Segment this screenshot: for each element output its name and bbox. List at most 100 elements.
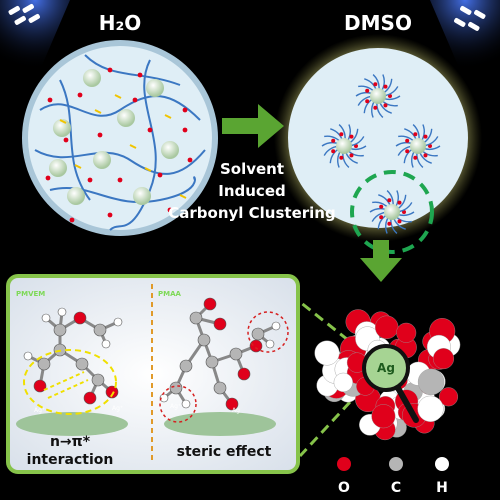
particle xyxy=(93,151,111,169)
carbonyl-dot xyxy=(107,212,113,218)
atom-legend: O C H xyxy=(337,457,449,496)
cluster-atom xyxy=(371,404,396,429)
atom xyxy=(53,323,67,337)
process-caption-line1: Solvent xyxy=(220,160,284,178)
particles xyxy=(49,69,179,205)
silver-surface-left xyxy=(16,412,128,436)
atom xyxy=(229,347,243,361)
right-title: DMSO xyxy=(344,11,412,35)
carbonyl-dot xyxy=(397,219,402,224)
cluster-atom xyxy=(417,368,445,396)
pmaa-molecule xyxy=(159,297,281,411)
carbonyl-dot xyxy=(405,138,410,143)
zoom-line-bottom xyxy=(298,400,352,458)
ag-ion-label-left-a: Ag⁺ xyxy=(34,407,45,414)
atom xyxy=(251,327,265,341)
carbonyl-dot xyxy=(45,175,51,181)
magnifier-lens-icon xyxy=(362,344,410,392)
carbonyl-dot xyxy=(77,92,83,98)
atom xyxy=(23,351,33,361)
atom xyxy=(101,339,111,349)
atom xyxy=(265,339,275,349)
cluster-atom xyxy=(375,315,399,339)
carbonyl-dot xyxy=(349,153,354,158)
left-lamp-icon xyxy=(0,0,70,70)
cluster-atom xyxy=(333,372,353,392)
interaction-caption-line1: n→π* xyxy=(50,434,91,450)
legend-label-oxygen: O xyxy=(338,480,350,496)
atom xyxy=(105,385,119,399)
carbonyl-dot xyxy=(63,137,69,143)
cluster-atom xyxy=(396,322,417,343)
carbonyl-dot xyxy=(413,155,418,160)
cluster-atom xyxy=(433,348,455,370)
atom xyxy=(91,373,105,387)
atom xyxy=(33,379,47,393)
carbonyl-dot xyxy=(423,153,428,158)
atom xyxy=(41,313,51,323)
atom xyxy=(189,311,203,325)
highlight-dashed-ring xyxy=(350,170,434,254)
carbonyl-dot xyxy=(132,97,138,103)
atom xyxy=(249,339,263,353)
carbonyl-dot xyxy=(47,97,53,103)
polymer-cluster xyxy=(369,190,415,234)
process-caption-line2: Induced xyxy=(218,182,285,200)
side-chain xyxy=(74,164,82,169)
carbonyl-dot xyxy=(365,99,370,104)
interaction-ring xyxy=(23,349,117,415)
particle xyxy=(67,187,85,205)
legend-label-hydrogen: H xyxy=(436,480,448,496)
side-chain xyxy=(144,167,152,172)
carbonyl-dot xyxy=(117,177,123,183)
steric-caption: steric effect xyxy=(177,444,272,460)
ag-ion-label-left-b: Ag⁺ xyxy=(112,405,123,412)
carbonyl-dot xyxy=(182,127,188,133)
carbonyl-dot xyxy=(423,134,428,139)
carbonyl-dot xyxy=(387,221,392,226)
carbonyl-dot xyxy=(349,134,354,139)
atom xyxy=(203,297,217,311)
atom xyxy=(93,323,107,337)
interaction-caption-line2: interaction xyxy=(27,452,114,468)
particle xyxy=(83,69,101,87)
cluster-center-label: Ag xyxy=(377,361,395,375)
atom xyxy=(205,355,219,369)
carbonyl-dot xyxy=(69,217,75,223)
carbonyl-dot xyxy=(413,132,418,137)
atom xyxy=(271,321,281,331)
particle xyxy=(53,119,71,137)
atom xyxy=(83,391,97,405)
atom xyxy=(197,333,211,347)
carbonyl-dot xyxy=(397,200,402,205)
side-chain xyxy=(114,94,122,99)
steric-ring-left xyxy=(159,385,197,423)
atom xyxy=(213,381,227,395)
magnifier-handle xyxy=(395,385,419,423)
particle xyxy=(384,204,400,220)
carbonyl-dot xyxy=(383,103,388,108)
cluster-atom xyxy=(314,340,340,366)
carbonyl-dot xyxy=(137,72,143,78)
silver-cluster: Ag xyxy=(314,309,461,441)
atom xyxy=(181,399,191,409)
side-chain xyxy=(179,194,187,199)
particle xyxy=(410,138,426,154)
carbonyl-dot xyxy=(379,215,384,220)
carbonyl-dot xyxy=(182,107,188,113)
legend-swatch-hydrogen xyxy=(435,457,449,471)
carbonyl-dot xyxy=(187,157,193,163)
carbonyl-dot xyxy=(331,149,336,154)
atom xyxy=(73,311,87,325)
side-chain xyxy=(164,114,172,119)
pmvem-molecule xyxy=(23,307,123,405)
side-chain xyxy=(129,144,137,149)
carbonyl-dot xyxy=(167,207,173,213)
atom xyxy=(169,381,183,395)
right-lamp-icon xyxy=(430,0,500,70)
carbonyl-dot xyxy=(97,132,103,138)
side-chain xyxy=(94,109,102,114)
legend-item-carbon: C xyxy=(389,457,403,496)
steric-ring-right xyxy=(247,311,289,353)
carbonyl-dots xyxy=(45,67,193,223)
